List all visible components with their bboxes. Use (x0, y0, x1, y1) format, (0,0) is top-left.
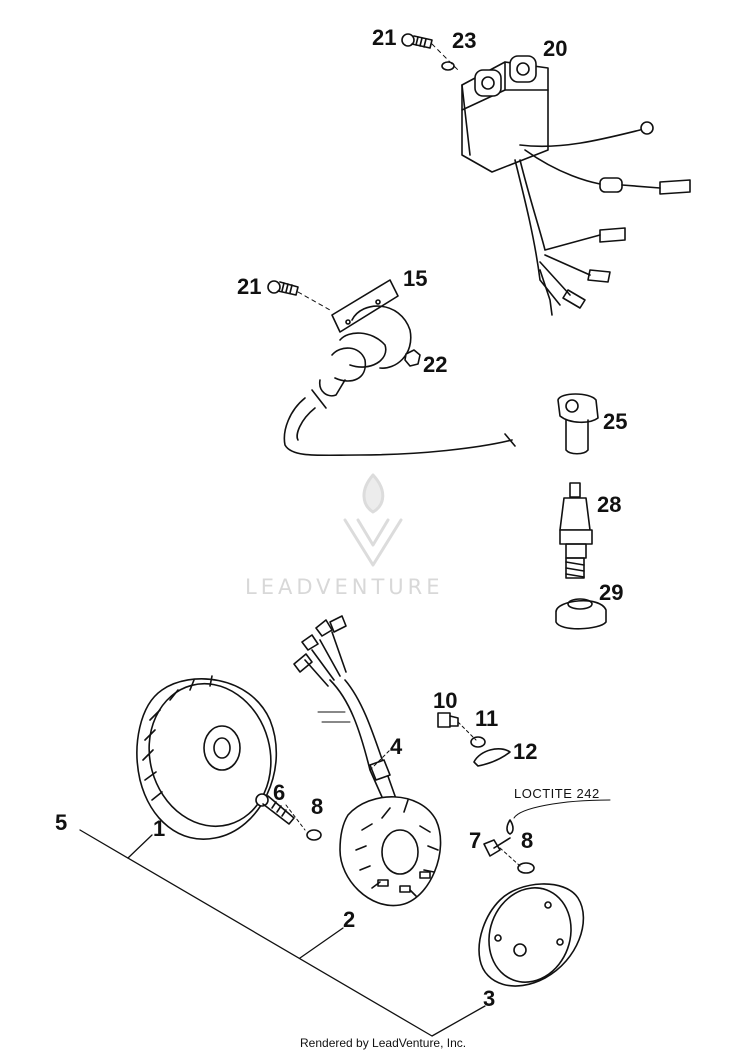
callout-22: 22 (423, 352, 448, 377)
spark-plug-cap (557, 393, 599, 455)
ignition-coil (283, 279, 516, 457)
stator (293, 615, 442, 907)
stator-cover (478, 883, 585, 987)
washer-8-right (517, 862, 535, 874)
callout-8-right: 8 (521, 828, 534, 853)
washer-11 (470, 736, 486, 748)
loctite-drop (506, 799, 611, 835)
nut-22 (404, 349, 421, 367)
leader-lines (79, 721, 521, 1037)
bolt-21-top (401, 33, 433, 49)
callout-23: 23 (452, 28, 477, 53)
callout-29: 29 (599, 580, 624, 605)
clip-12 (473, 748, 511, 767)
callout-11: 11 (475, 706, 499, 731)
callout-28: 28 (597, 492, 622, 517)
loctite-note: LOCTITE 242 (514, 786, 600, 801)
spark-plug-washer (555, 598, 607, 630)
footer-credit: Rendered by LeadVenture, Inc. (300, 1036, 467, 1050)
callout-7: 7 (469, 828, 482, 853)
bolt-6 (255, 793, 295, 825)
bolt-21-coil (267, 280, 299, 296)
callout-21-top: 21 (372, 25, 397, 50)
washer-23 (441, 61, 455, 71)
callout-21-coil: 21 (237, 274, 262, 299)
callout-25: 25 (603, 409, 628, 434)
callout-12: 12 (513, 739, 538, 764)
watermark-text: LEADVENTURE (245, 575, 444, 599)
callout-3: 3 (483, 986, 496, 1011)
washer-8-left (306, 829, 322, 841)
callout-1: 1 (153, 816, 166, 841)
cdi-unit (461, 55, 691, 316)
callout-2: 2 (343, 907, 356, 932)
callout-6: 6 (273, 780, 286, 805)
flywheel-rotor (136, 675, 278, 840)
bolt-7 (483, 837, 511, 857)
callout-20: 20 (543, 36, 568, 61)
spark-plug (559, 482, 593, 579)
leadventure-logo (343, 473, 403, 567)
bolt-10 (437, 712, 459, 728)
callout-10: 10 (433, 688, 458, 713)
callout-15: 15 (403, 266, 428, 291)
callout-4: 4 (390, 734, 403, 759)
callout-5: 5 (55, 810, 68, 835)
callout-8-left: 8 (311, 794, 324, 819)
